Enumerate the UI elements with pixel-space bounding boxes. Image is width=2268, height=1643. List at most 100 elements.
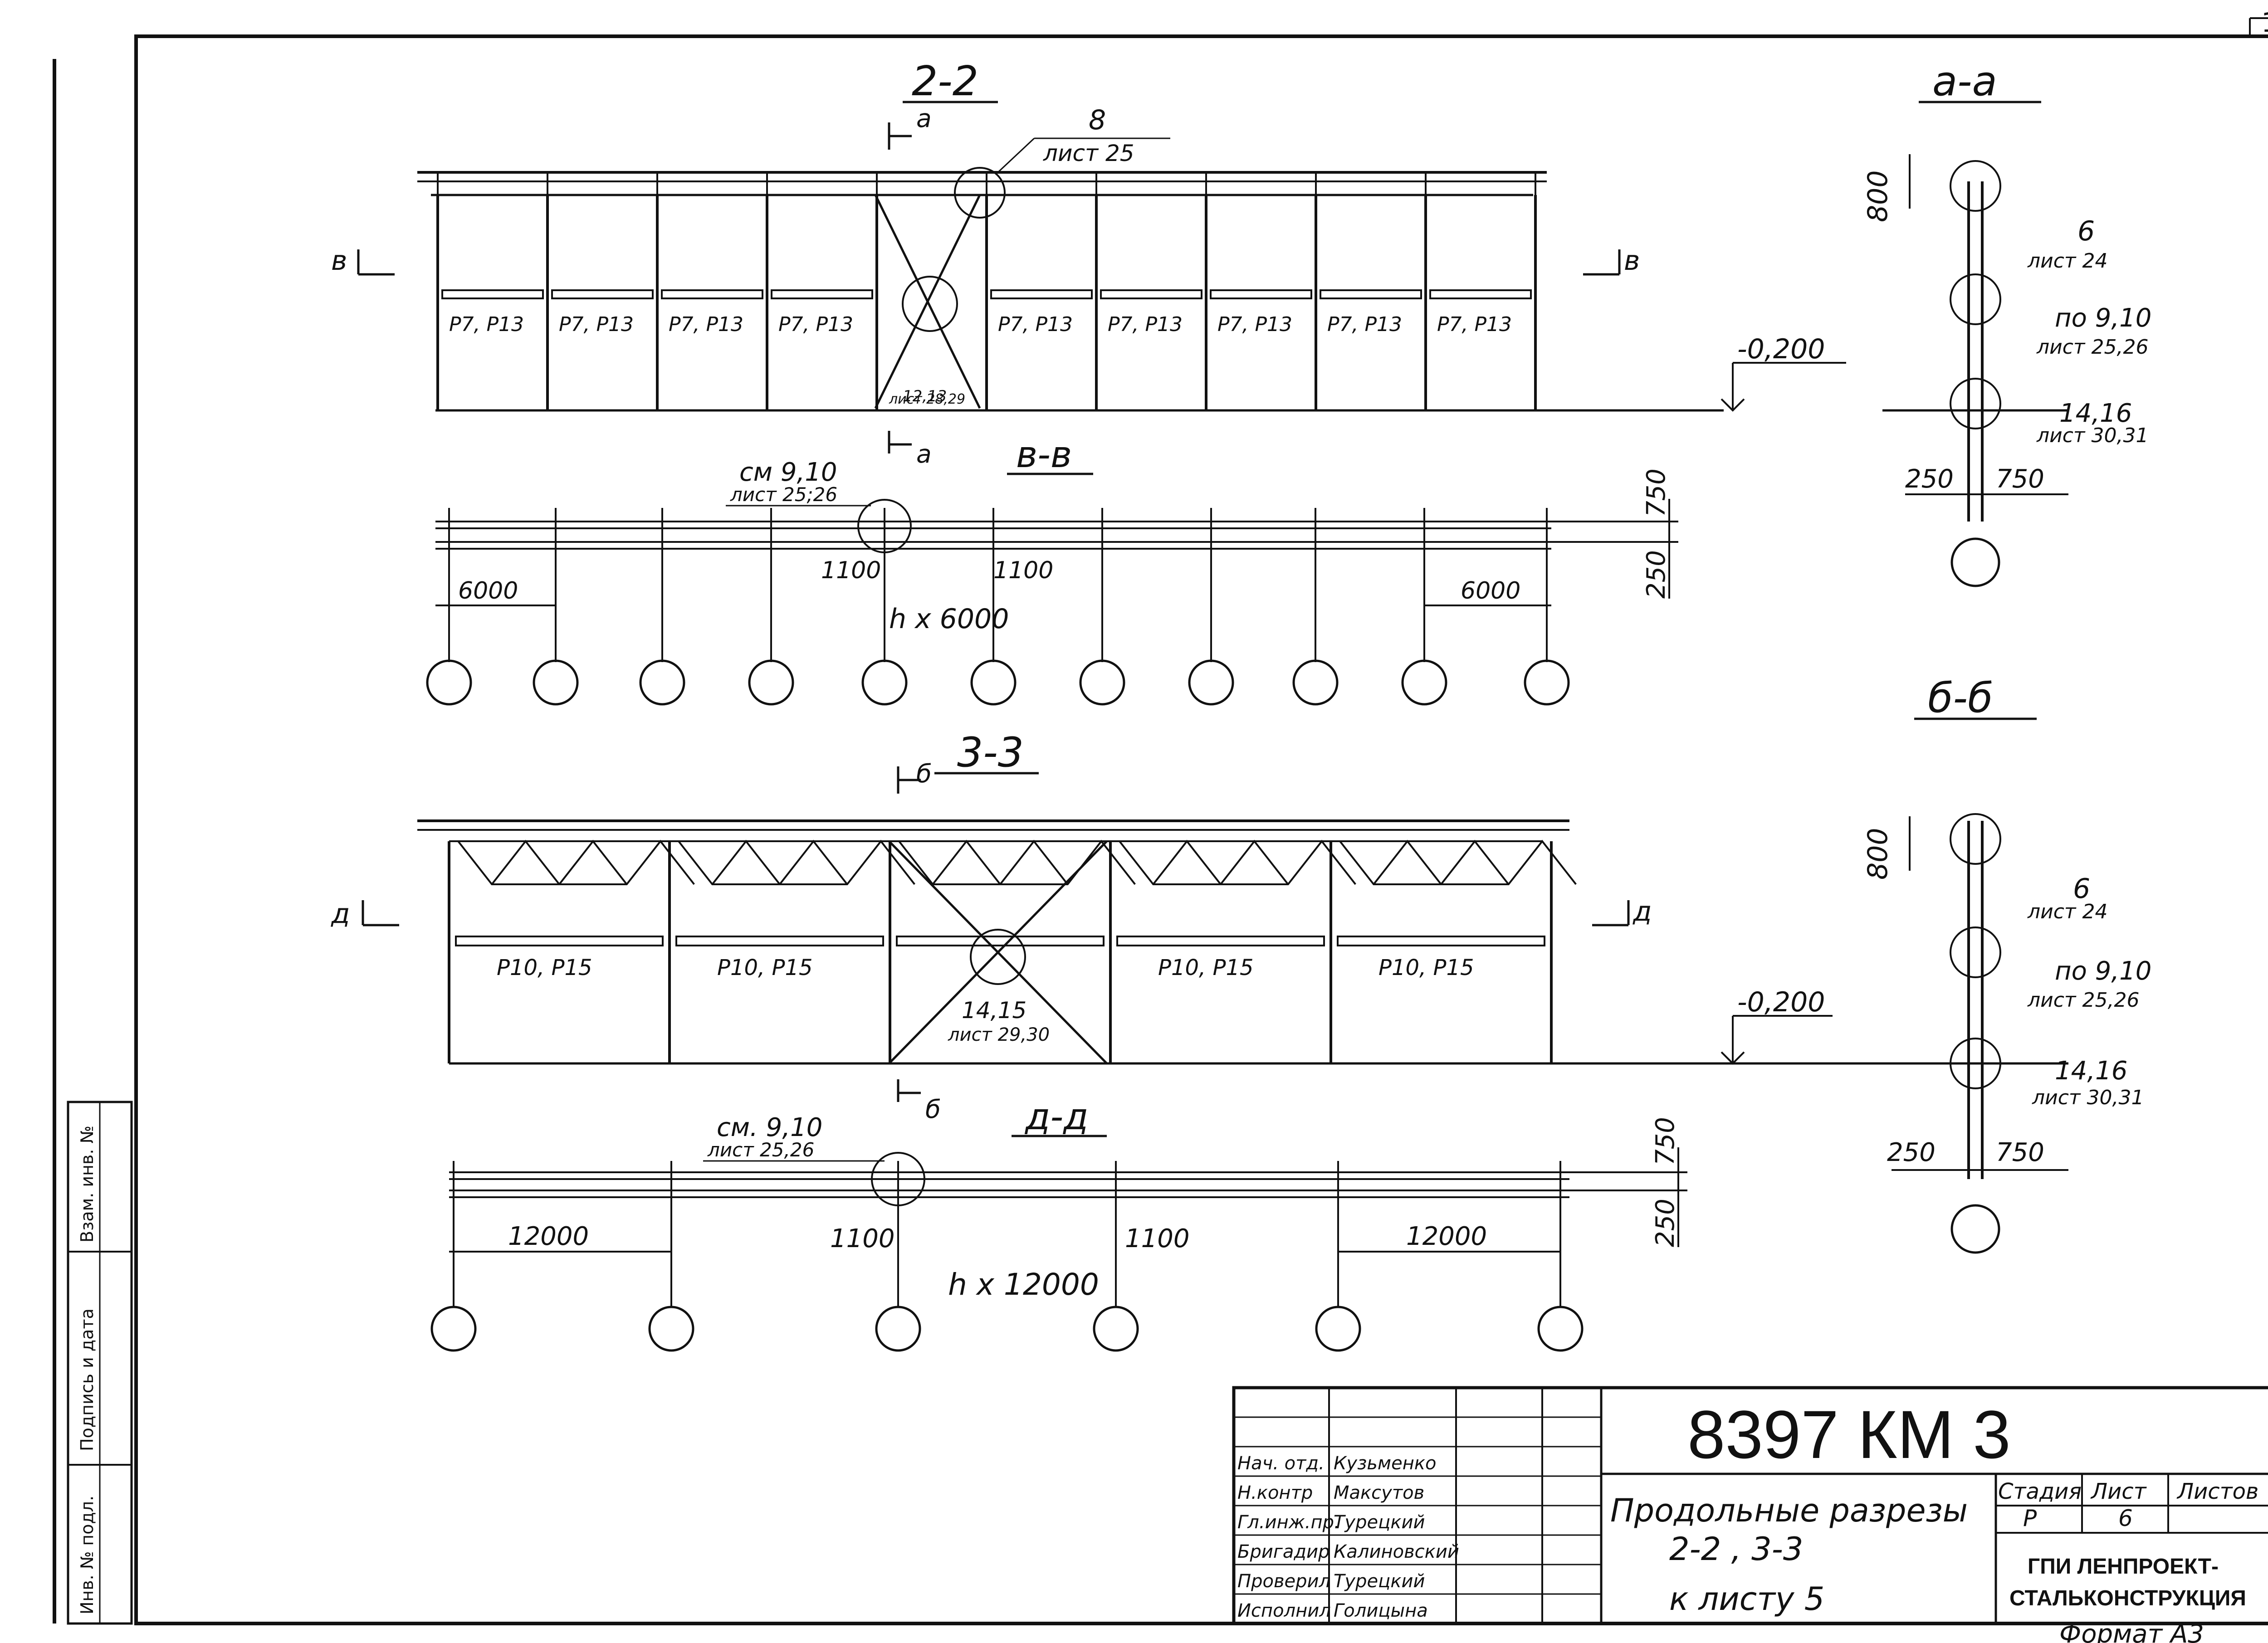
tb-name: Калиновский [1334, 1541, 1459, 1562]
rail [990, 289, 1093, 299]
grid-bubble [1079, 659, 1125, 706]
stamp-inv-orig: Инв. № подл. [77, 1496, 97, 1614]
truss [898, 839, 1136, 885]
callout-8-circle [954, 167, 1006, 219]
callout-d-d: см. 9,10 [717, 1113, 822, 1142]
callout-6-b-b-sheet: лист 24 [2027, 900, 2108, 923]
grid-bubble [1524, 659, 1570, 706]
dim-250-v-v: 250 [1642, 550, 1671, 599]
panel-label: Р7, Р13 [669, 313, 743, 336]
dim-6000-left: 6000 [458, 577, 518, 605]
callout-9-10-a-a: по 9,10 [2055, 303, 2151, 333]
level-3-3: -0,200 [1737, 986, 1825, 1018]
panel-label: Р10, Р15 [717, 955, 813, 980]
rail [441, 289, 544, 299]
dim-1100-right-d: 1100 [1125, 1224, 1190, 1253]
cut-v-right: в [1624, 245, 1640, 277]
grid-bubble [970, 659, 1017, 706]
tb-role: Нач. отд. [1237, 1453, 1325, 1474]
stamp-sign-date: Подпись и дата [77, 1308, 97, 1451]
tb-name: Кузьменко [1334, 1453, 1436, 1474]
dim-800-b-b: 800 [1862, 828, 1894, 880]
cut-b-top: б [916, 759, 932, 788]
section-a-a: а-а 800 6 лист 24 по 9,10 лист 25,26 14,… [1862, 58, 2151, 587]
panel-label: Р7, Р13 [1217, 313, 1292, 336]
dim-750-b-b: 750 [1996, 1138, 2044, 1167]
section-3-3-title: 3-3 [957, 729, 1024, 776]
dim-750-a-a: 750 [1996, 464, 2044, 494]
title-line-1: Продольные разрезы [1610, 1492, 1968, 1529]
dim-1100-left-d: 1100 [830, 1224, 895, 1253]
cut-b-bottom: б [925, 1095, 941, 1124]
panel-label: Р7, Р13 [1327, 313, 1402, 336]
callout-14-15: 14,15 [962, 997, 1026, 1024]
callout-14-15-sheet: лист 29,30 [948, 1024, 1050, 1045]
grid-bubble [1537, 1306, 1584, 1352]
callout-14-16-a-a: 14,16 [2059, 399, 2132, 428]
rail [1337, 936, 1545, 946]
section-2-2-title: 2-2 [912, 58, 978, 105]
level-2-2: -0,200 [1737, 333, 1825, 365]
callout-8-sheet: лист 25 [1043, 140, 1134, 166]
callout-8: 8 [1089, 104, 1106, 136]
panel-label: Р10, Р15 [1378, 955, 1474, 980]
sheet-corner-number: 16 [2261, 7, 2268, 39]
grid-axes-v-v [426, 508, 1570, 706]
org-line-2: СТАЛЬКОНСТРУКЦИЯ [2009, 1586, 2246, 1610]
panel-label: Р7, Р13 [1108, 313, 1183, 336]
side-stamp: Инв. № подл. Подпись и дата Взам. инв. № [67, 1101, 133, 1625]
callout-d-d-sheet: лист 25,26 [707, 1139, 814, 1161]
dim-250-a-a: 250 [1905, 464, 1954, 494]
panel-label: Р10, Р15 [497, 955, 592, 980]
callout-14-16-b-b-sheet: лист 30,31 [2032, 1086, 2144, 1109]
section-a-a-title: а-а [1932, 58, 1997, 105]
section-3-3: 3-3 Р10, Р15 Р10, Р15 Р10, Р15 Р10, Р15 14,… [331, 729, 1833, 1124]
title-line-3: к листу 5 [1669, 1580, 1824, 1618]
dim-1100-right: 1100 [993, 557, 1053, 584]
callout-12-13: 12,13 [903, 387, 947, 405]
callout-6-a-a-sheet: лист 24 [2027, 249, 2108, 273]
dim-6000-right: 6000 [1461, 577, 1520, 605]
cut-v-left: в [331, 245, 347, 277]
rails-3-3: Р10, Р15 Р10, Р15 Р10, Р15 Р10, Р15 [455, 936, 1545, 980]
stage-header: Стадия [1998, 1479, 2082, 1504]
title-line-2: 2-2 , 3-3 [1669, 1531, 1803, 1568]
rail [1116, 936, 1325, 946]
callout-6-a-a: 6 [2077, 215, 2095, 247]
format-label: Формат А3 [2059, 1619, 2204, 1643]
tb-name: Голицына [1334, 1600, 1428, 1621]
dim-750-v-v: 750 [1642, 468, 1671, 517]
columns-2-2 [436, 172, 1537, 410]
rail [1100, 289, 1202, 299]
grid-axes-d-d [430, 1161, 1584, 1352]
section-v-v-title: в-в [1016, 434, 1072, 476]
dim-250-b-b: 250 [1887, 1138, 1936, 1167]
grid-bubble [1292, 659, 1339, 706]
tb-role: Гл.инж.пр. [1237, 1512, 1340, 1533]
panel-label: Р7, Р13 [998, 313, 1073, 336]
dim-1100-left: 1100 [821, 557, 881, 584]
section-2-2: 2-2 Р7, Р13 Р7, Р13 Р7, Р13 Р7, Р13 Р7, Р13 Р… [331, 58, 1846, 468]
section-v-v: в-в см 9,10 лист 25;26 1100 1100 h x 600… [426, 434, 1678, 706]
panel-label: Р7, Р13 [778, 313, 853, 336]
grid-bubble [1188, 659, 1234, 706]
rail [675, 936, 884, 946]
truss [1119, 839, 1356, 885]
dim-750-d-d: 750 [1651, 1117, 1680, 1165]
section-b-b-title: б-б [1928, 674, 1993, 722]
rail [1429, 289, 1532, 299]
sheet-frame: 16 [53, 7, 2268, 1625]
tb-name: Турецкий [1334, 1571, 1425, 1592]
callout-9-10-a-a-sheet: лист 25,26 [2036, 336, 2149, 359]
sheets-header: Листов [2176, 1479, 2258, 1504]
tb-role: Н.контр [1237, 1482, 1313, 1503]
section-d-d-title: д-д [1024, 1096, 1089, 1138]
callout-9-10-b-b-sheet: лист 25,26 [2027, 989, 2140, 1012]
sheet-value: 6 [2118, 1505, 2133, 1531]
truss [1339, 839, 1577, 885]
rail [551, 289, 654, 299]
grid-bubble [533, 659, 579, 706]
callout-v-v-sheet: лист 25;26 [730, 483, 837, 506]
org-line-1: ГПИ ЛЕНПРОЕКТ- [2028, 1555, 2219, 1579]
panel-label: Р10, Р15 [1158, 955, 1254, 980]
